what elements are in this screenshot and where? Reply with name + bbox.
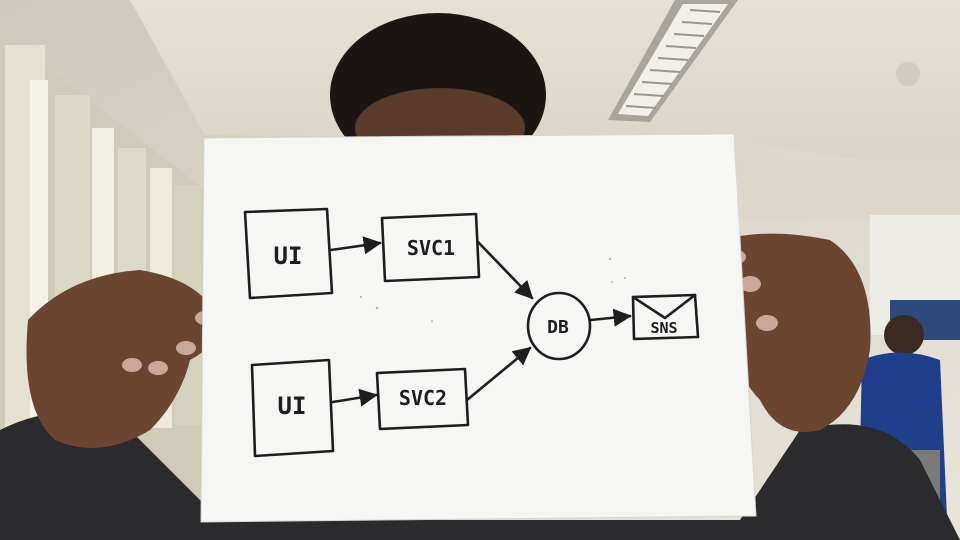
node-db-label: DB — [547, 317, 569, 338]
node-svc1: SVC1 — [380, 212, 481, 283]
node-sns: SNS — [631, 293, 700, 341]
node-ui-bottom: UI — [250, 358, 335, 458]
node-ui-top: UI — [243, 207, 334, 300]
edge-svc1-to-db — [476, 240, 534, 300]
sketch-diagram: UI SVC1 UI SVC2 DB SNS — [243, 207, 700, 458]
node-db: DB — [526, 291, 592, 361]
node-svc1-label: SVC1 — [407, 236, 455, 260]
paper-sheet — [200, 133, 757, 523]
foreground-person — [0, 13, 960, 540]
ceiling-light-fixture — [608, 0, 738, 122]
edge-ui-bottom-to-svc2 — [331, 388, 378, 407]
smoke-detector — [896, 62, 920, 86]
node-sns-label: SNS — [650, 319, 677, 337]
node-ui-top-label: UI — [274, 242, 303, 270]
edge-db-to-sns — [589, 308, 632, 327]
node-ui-bottom-label: UI — [278, 392, 307, 420]
edge-ui-top-to-svc1 — [329, 236, 382, 255]
node-svc2-label: SVC2 — [399, 386, 447, 410]
edge-svc2-to-db — [465, 346, 532, 402]
node-svc2: SVC2 — [375, 367, 470, 431]
paper-specks — [359, 257, 626, 322]
